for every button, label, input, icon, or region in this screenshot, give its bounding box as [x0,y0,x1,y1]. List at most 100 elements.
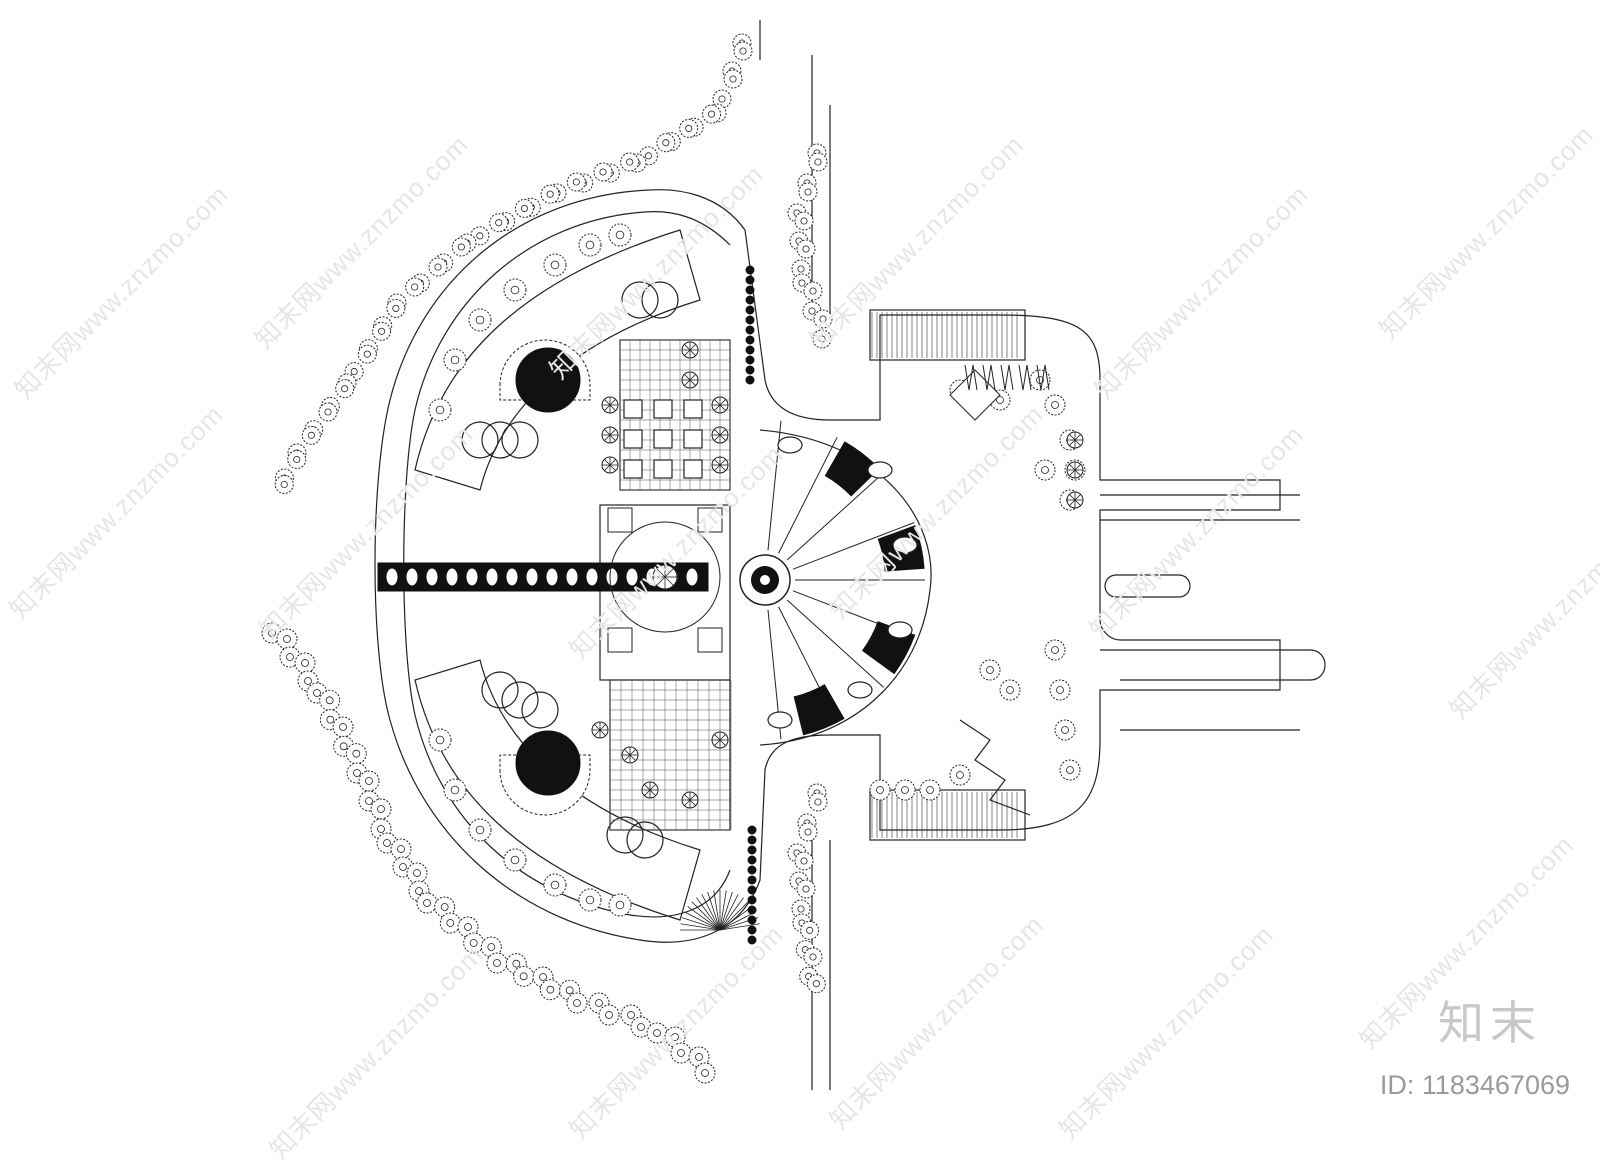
tree-core [434,263,442,271]
tree-core [819,315,827,323]
tree-icon [620,152,640,172]
starburst-ray [696,897,721,931]
tree-icon [468,308,492,332]
flower-bed-spoke [714,734,721,741]
promenade-paver [566,568,578,586]
tree-core [708,110,716,118]
corner-motif [697,507,723,533]
diamond-paving [949,369,1001,421]
flower-bed-spoke [719,404,726,411]
landscape-site-plan [261,20,1326,1090]
flower-bed-spoke [609,404,616,411]
tree-core [352,749,361,758]
tree-icon [428,398,452,422]
sawtooth-seating [964,364,978,391]
tree-icon [813,309,833,329]
tree-core [293,455,301,464]
flower-bed-spoke [599,729,606,736]
flower-bed-spoke [719,434,726,441]
flower-bed-spoke [624,749,631,756]
tree-core [797,905,805,913]
planter-square [623,459,643,479]
fan-spoke [792,522,915,570]
dark-planter [745,285,755,295]
tree-icon [468,818,492,842]
tree-core [1041,466,1049,474]
tree-icon [1049,679,1071,701]
planter-square [653,399,673,419]
shrub-ring [481,671,519,709]
tree-core [377,825,385,833]
tree-core [644,152,652,160]
flower-bed-spoke [649,784,656,791]
tree-core [510,285,520,295]
tree-core [286,653,294,661]
flower-bed-spoke [609,429,616,436]
flower-bed-spoke [714,429,721,436]
flower-bed-spoke [609,464,616,471]
starburst-ray [719,901,749,931]
tree-icon [439,912,461,934]
tree-icon [1029,369,1051,391]
tree-icon [428,728,452,752]
tree-core [615,900,625,910]
sawtooth-seating [1036,364,1050,391]
tree-icon [513,965,535,987]
dark-planter [747,895,757,905]
flower-bed-spoke [656,576,666,586]
promenade-paver [446,568,458,586]
tree-icon [598,1004,620,1026]
tree-core [550,260,560,270]
shrub-ring [481,421,519,459]
tree-core [440,903,449,911]
dark-planter [745,335,755,345]
dark-planter [745,315,755,325]
tree-icon [318,402,338,422]
tree-icon [294,652,316,674]
fan-planter [892,536,918,554]
tree-core [798,279,806,287]
flower-bed-spoke [656,568,666,578]
tree-core [585,240,595,250]
tree-icon [919,779,941,801]
dark-planter [747,835,757,845]
tree-core [377,805,385,813]
road-edge [1100,649,1326,681]
flower-bed-spoke [1069,469,1076,476]
promenade-paver [426,568,438,586]
tree-icon [806,974,826,994]
tree-icon [335,379,355,399]
fan-planter [867,461,893,479]
fan-spoke [786,472,884,561]
tree-core [808,307,816,315]
tree-core [996,396,1004,404]
flower-bed-spoke [1074,434,1081,441]
promenade-paver [606,568,618,586]
tree-icon [443,778,467,802]
flower-bed-spoke [624,754,631,761]
tree-icon [702,104,722,124]
tree-core [802,885,810,893]
tree-core [685,124,693,132]
flower-bed-spoke [719,734,726,741]
tree-core [653,1029,661,1037]
flower-bed-spoke [719,739,726,746]
tree-core [397,845,405,853]
tree-icon [733,41,753,61]
flower-bed-spoke [609,459,616,466]
fan-planter [887,621,913,639]
flower-bed-spoke [719,429,726,436]
tree-icon [1044,639,1066,661]
flower-bed-spoke [664,576,674,586]
tree-core [392,304,400,312]
tree-core [818,335,826,343]
flower-bed-spoke [1074,494,1081,501]
tree-core [637,1023,645,1031]
flower-bed-spoke [1074,499,1081,506]
flower-bed-spoke [594,729,601,736]
tree-icon [319,689,341,711]
dark-planter [745,275,755,285]
dark-planter [747,825,757,835]
flower-bed-spoke [689,344,696,351]
planter-square [623,399,643,419]
